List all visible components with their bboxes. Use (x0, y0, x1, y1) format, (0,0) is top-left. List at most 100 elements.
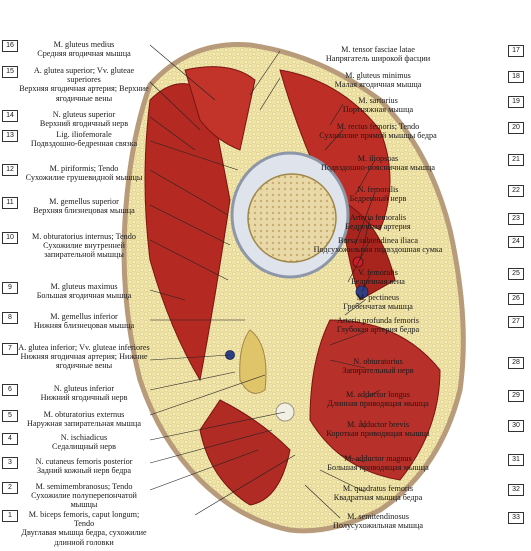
russian-name: Бедренный нерв (349, 194, 407, 204)
label-number-18: 18 (508, 71, 524, 83)
russian-name: Напрягатель широкой фасции (325, 54, 431, 64)
latin-name: M. quadratus femoris (342, 484, 414, 493)
latin-name: N. gluteus inferior (53, 384, 115, 393)
russian-name: Квадратная мышца бедра (333, 493, 423, 503)
label-number-29: 29 (508, 390, 524, 402)
label-number-31: 31 (508, 454, 524, 466)
russian-name: Подвздошно-бедренная связка (30, 139, 138, 149)
ischium-bone (239, 329, 267, 394)
latin-name: Arteria profunda femoris (337, 316, 419, 325)
latin-name: M. adductor brevis (346, 420, 410, 429)
label-number-33: 33 (508, 512, 524, 524)
russian-name: Верхний ягодичный нерв (39, 119, 129, 129)
russian-name: Нижняя ягодичная артерия; Нижние ягодичн… (20, 352, 148, 371)
latin-name: M. semimembranosus; Tendo (35, 482, 133, 491)
russian-name: Сухожилие прямой мышцы бедра (319, 131, 437, 141)
latin-name: M. gemellus inferior (50, 312, 118, 321)
russian-name: Нижняя близнецовая мышца (33, 321, 135, 331)
label-number-26: 26 (508, 293, 524, 305)
russian-name: Сухожилие грушевидной мышцы (25, 173, 143, 183)
russian-name: Сухожилие внутренней запирательной мышцы (43, 241, 125, 260)
label-number-20: 20 (508, 122, 524, 134)
russian-name: Задний кожный нерв бедра (36, 466, 131, 476)
gluteus-medius-region (184, 66, 256, 151)
russian-name: Большая ягодичная мышца (36, 291, 132, 301)
label-number-4: 4 (2, 433, 18, 445)
label-number-8: 8 (2, 312, 18, 324)
label-number-16: 16 (2, 40, 18, 52)
label-number-7: 7 (2, 343, 18, 355)
label-number-9: 9 (2, 282, 18, 294)
label-number-3: 3 (2, 457, 18, 469)
label-number-24: 24 (508, 236, 524, 248)
label-number-19: 19 (508, 96, 524, 108)
latin-name: M. obturatorius internus; Tendo (32, 232, 136, 241)
label-number-23: 23 (508, 213, 524, 225)
russian-name: Двуглавая мышца бедра, сухожилие длинной… (21, 528, 147, 547)
latin-name: V. femoralis (358, 268, 398, 277)
label-number-2: 2 (2, 482, 18, 494)
latin-name: N. gluteus superior (52, 110, 116, 119)
russian-name: Средняя ягодичная мышца (37, 49, 131, 59)
latin-name: M. pectineus (356, 293, 400, 302)
russian-name: Малая ягодичная мышца (334, 80, 422, 90)
label-number-22: 22 (508, 185, 524, 197)
label-number-13: 13 (2, 130, 18, 142)
latin-name: M. sartorius (358, 96, 398, 105)
latin-name: Lig. iliofemorale (56, 130, 112, 139)
latin-name: M. semitendinosus (347, 512, 409, 521)
latin-name: M. gluteus maximus (50, 282, 118, 291)
label-number-21: 21 (508, 154, 524, 166)
russian-name: Подсухожильная подвздошная сумка (313, 245, 443, 255)
latin-name: N. cutaneus femoris posterior (35, 457, 133, 466)
latin-name: M. piriformis; Tendo (49, 164, 119, 173)
russian-name: Бедренная вена (351, 277, 405, 287)
label-number-17: 17 (508, 45, 524, 57)
label-number-28: 28 (508, 357, 524, 369)
russian-name: Длинная приводящая мышца (327, 399, 429, 409)
russian-name: Бедренная артерия (345, 222, 411, 232)
russian-name: Гребенчатая мышца (343, 302, 413, 312)
anterior-muscles-region (279, 69, 391, 231)
label-number-27: 27 (508, 316, 524, 328)
latin-name: A. glutea superior; Vv. gluteae superior… (33, 66, 135, 85)
latin-name: M. gluteus minimus (345, 71, 411, 80)
label-15: A. glutea superior; Vv. gluteae superior… (18, 66, 150, 103)
label-number-10: 10 (2, 232, 18, 244)
russian-name: Полусухожильная мышца (332, 521, 424, 531)
russian-name: Портняжная мышца (342, 105, 414, 115)
russian-name: Нижний ягодичный нерв (40, 393, 128, 403)
femoral-head-bone (247, 173, 337, 263)
label-number-32: 32 (508, 484, 524, 496)
latin-name: M. biceps femoris, caput longum; Tendo (28, 510, 140, 529)
latin-name: N. obturatorius (353, 357, 403, 366)
label-number-25: 25 (508, 268, 524, 280)
label-number-12: 12 (2, 164, 18, 176)
hamstring-region (199, 399, 291, 506)
label-number-15: 15 (2, 66, 18, 78)
russian-name: Сухожилие полуперепончатой мышцы (31, 491, 137, 510)
adductor-region (309, 319, 441, 481)
latin-name: Arteria femoralis (349, 213, 407, 222)
